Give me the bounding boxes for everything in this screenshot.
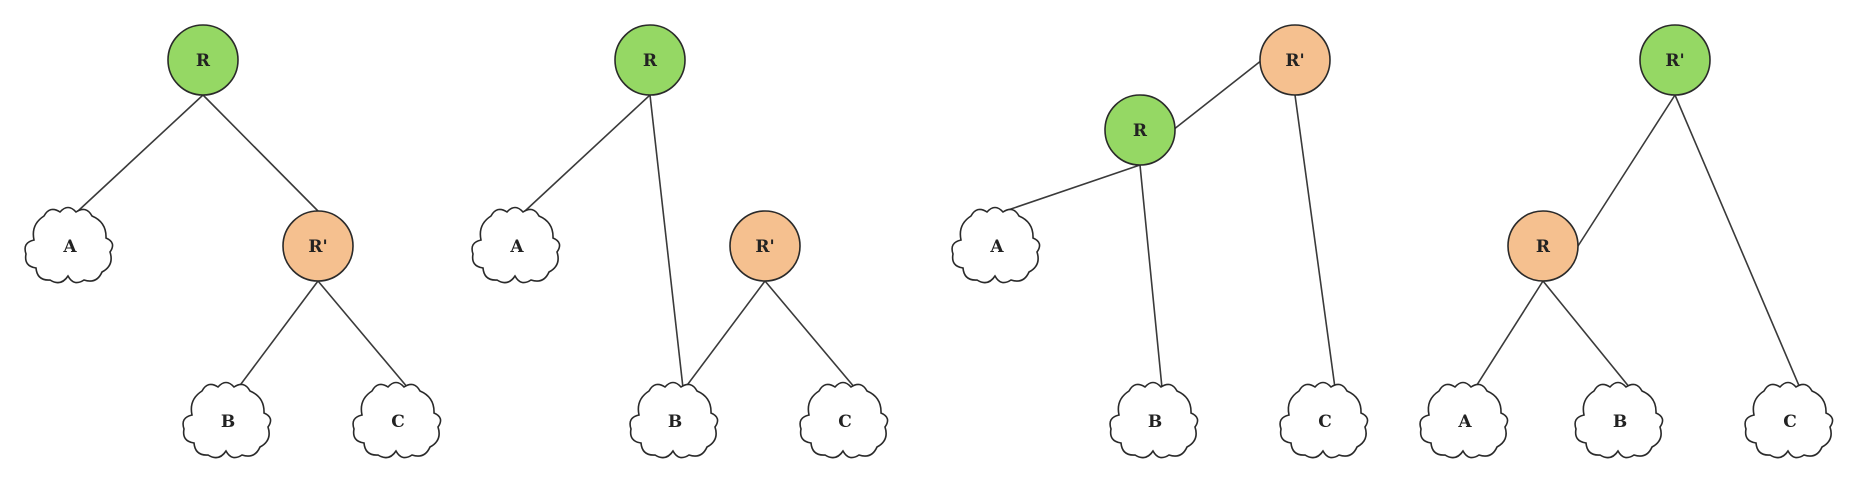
cloud-shape <box>799 381 889 459</box>
node-r-prime: R' <box>729 210 801 282</box>
node-r: R <box>614 24 686 96</box>
node-label: B <box>1613 412 1627 432</box>
cloud-shape <box>471 206 561 284</box>
node-label: C <box>838 412 852 432</box>
edge-r-to-a <box>524 94 651 212</box>
node-circle <box>167 24 239 96</box>
subtree-cloud-b: B <box>182 381 272 459</box>
cloud-shape <box>629 381 719 459</box>
node-label: R' <box>308 237 327 257</box>
subtree-cloud-a: A <box>24 206 114 284</box>
node-r-prime: R' <box>1639 24 1711 96</box>
node-label: R <box>643 51 658 71</box>
node-label: A <box>509 237 524 257</box>
cloud-shape <box>1419 381 1509 459</box>
edge-rp-to-b <box>684 280 766 389</box>
node-circle <box>1639 24 1711 96</box>
node-circle <box>1259 24 1331 96</box>
node-r: R <box>1104 94 1176 166</box>
edge-r-to-a <box>77 94 204 212</box>
edge-rp-to-c <box>1294 94 1336 389</box>
node-label: R' <box>1285 51 1304 71</box>
node-label: C <box>1318 412 1332 432</box>
subtree-cloud-c: C <box>1744 381 1834 459</box>
node-r-prime: R' <box>1259 24 1331 96</box>
edge-r-to-b <box>1139 164 1163 389</box>
subtree-cloud-b: B <box>1574 381 1664 459</box>
node-label: R <box>1536 237 1551 257</box>
cloud-shape <box>1574 381 1664 459</box>
tree-diagram-2: R A R' B C <box>471 24 889 459</box>
node-circle <box>282 210 354 282</box>
cloud-shape <box>24 206 114 284</box>
edge-rp-to-b <box>237 280 319 389</box>
node-label: A <box>1457 412 1472 432</box>
edge-rp-to-c <box>317 280 409 389</box>
subtree-cloud-c: C <box>799 381 889 459</box>
cloud-shape <box>182 381 272 459</box>
node-label: R' <box>1665 51 1684 71</box>
cloud-shape <box>951 206 1041 284</box>
edge-r-to-b <box>1542 280 1631 389</box>
edge-r-to-a <box>1474 280 1544 389</box>
node-r: R <box>167 24 239 96</box>
node-circle <box>729 210 801 282</box>
node-r: R <box>1507 210 1579 282</box>
node-label: R <box>1133 121 1148 141</box>
edge-rp-to-c <box>1674 94 1801 389</box>
cloud-shape <box>352 381 442 459</box>
cloud-shape <box>1109 381 1199 459</box>
subtree-cloud-a: A <box>951 206 1041 284</box>
node-label: B <box>221 412 235 432</box>
edge-rp-to-c <box>764 280 856 389</box>
subtree-cloud-c: C <box>1279 381 1369 459</box>
node-label: R <box>196 51 211 71</box>
subtree-cloud-b: B <box>629 381 719 459</box>
subtree-cloud-c: C <box>352 381 442 459</box>
subtree-cloud-a: A <box>1419 381 1509 459</box>
node-label: A <box>62 237 77 257</box>
node-label: B <box>1148 412 1162 432</box>
node-label: C <box>391 412 405 432</box>
node-label: R' <box>755 237 774 257</box>
cloud-shape <box>1279 381 1369 459</box>
tree-diagram-1: R A R' B C <box>24 24 442 459</box>
node-label: C <box>1783 412 1797 432</box>
edge-rp-to-r <box>1577 94 1676 247</box>
tree-diagram-3: R' R A B C <box>951 24 1369 459</box>
subtree-cloud-b: B <box>1109 381 1199 459</box>
subtree-cloud-a: A <box>471 206 561 284</box>
tree-diagram-4: R' R A B C <box>1419 24 1834 459</box>
edge-r-to-a <box>1004 164 1141 212</box>
node-label: A <box>989 237 1004 257</box>
node-circle <box>1507 210 1579 282</box>
node-r-prime: R' <box>282 210 354 282</box>
edge-r-to-b <box>649 94 684 389</box>
cloud-shape <box>1744 381 1834 459</box>
node-circle <box>1104 94 1176 166</box>
node-circle <box>614 24 686 96</box>
edge-r-to-rp <box>202 94 319 212</box>
node-label: B <box>668 412 682 432</box>
edge-rp-to-r <box>1172 59 1263 131</box>
